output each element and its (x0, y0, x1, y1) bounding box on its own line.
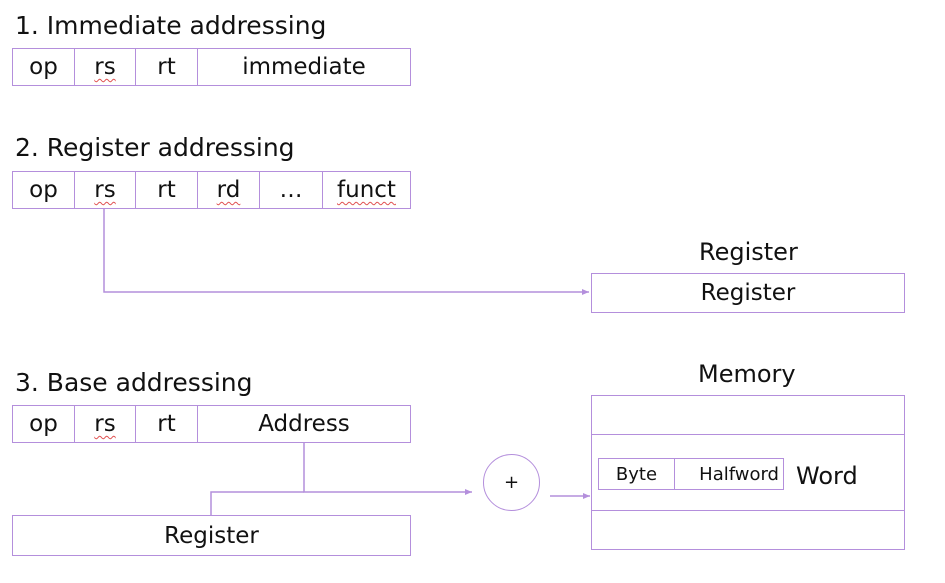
field-rs-label: rs (94, 54, 116, 80)
field-rs: rs (75, 48, 136, 86)
immediate-instruction-format: op rs rt immediate (12, 48, 411, 86)
register-instruction-format: op rs rt rd … funct (12, 171, 411, 209)
address-to-adder-arrow (303, 443, 472, 495)
word-label: Word (796, 462, 858, 490)
field-ellipsis: … (260, 171, 323, 209)
field-rt: rt (136, 171, 198, 209)
field-rd-label: rd (216, 177, 241, 203)
rs-to-register-arrow (103, 209, 589, 295)
halfword-label: Halfword (699, 463, 779, 485)
field-op: op (12, 48, 75, 86)
register-heading: Register (699, 238, 798, 266)
field-address: Address (198, 405, 411, 443)
register-box: Register (591, 273, 905, 313)
base-instruction-format: op rs rt Address (12, 405, 411, 443)
field-op: op (12, 405, 75, 443)
memory-heading: Memory (698, 360, 796, 388)
field-rt: rt (136, 405, 198, 443)
field-funct-label: funct (337, 177, 396, 203)
field-rs: rs (75, 171, 136, 209)
memory-block (591, 395, 905, 550)
field-rs: rs (75, 405, 136, 443)
byte-box: Byte (598, 458, 675, 490)
memory-row-divider (592, 434, 904, 435)
base-addressing-title: 3. Base addressing (15, 368, 253, 397)
immediate-addressing-title: 1. Immediate addressing (15, 11, 327, 40)
field-rs-label: rs (94, 411, 116, 437)
field-funct: funct (323, 171, 411, 209)
field-op: op (12, 171, 75, 209)
memory-row-divider (592, 510, 904, 511)
register-addressing-title: 2. Register addressing (15, 133, 295, 162)
field-immediate: immediate (198, 48, 411, 86)
field-rd: rd (198, 171, 260, 209)
field-rt: rt (136, 48, 198, 86)
register-to-adder-line (210, 491, 304, 515)
base-register-box: Register (12, 515, 411, 556)
field-rs-label: rs (94, 177, 116, 203)
adder-circle: + (483, 454, 540, 511)
